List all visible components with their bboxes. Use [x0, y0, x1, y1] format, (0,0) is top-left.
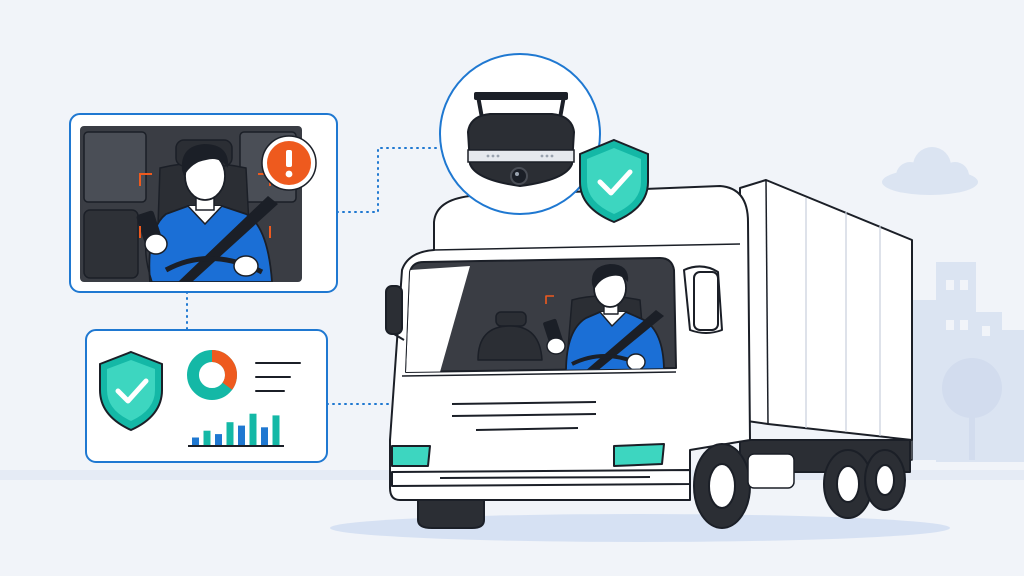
shield-check-icon	[99, 350, 163, 432]
bar-chart-icon	[192, 413, 280, 446]
truck-grille	[451, 401, 597, 431]
bar-chart-bar	[272, 415, 280, 446]
analytics-report-card	[85, 329, 328, 463]
bar-chart-bar	[215, 434, 222, 446]
building-silhouette	[912, 262, 1024, 462]
bar-chart-bar	[226, 422, 234, 446]
tree-icon	[942, 358, 1002, 460]
driver-monitor-panel	[69, 113, 338, 293]
bar-chart-bar	[203, 430, 211, 446]
bar-chart-bar	[261, 427, 268, 446]
report-text-lines	[255, 362, 301, 392]
bar-chart-bar	[238, 425, 245, 446]
headlight-right	[613, 443, 665, 467]
bar-chart-bar	[249, 413, 257, 446]
headlight-left	[391, 445, 431, 467]
cloud-icon	[882, 147, 978, 195]
alert-exclamation-icon	[261, 135, 317, 191]
ground-shadow	[330, 514, 950, 542]
bar-chart-bar	[192, 437, 199, 446]
shield-check-icon	[579, 138, 649, 224]
donut-chart-icon	[187, 350, 237, 400]
delivery-truck	[385, 179, 913, 529]
rear-wheels	[823, 449, 906, 519]
dashcam-device	[439, 53, 601, 215]
